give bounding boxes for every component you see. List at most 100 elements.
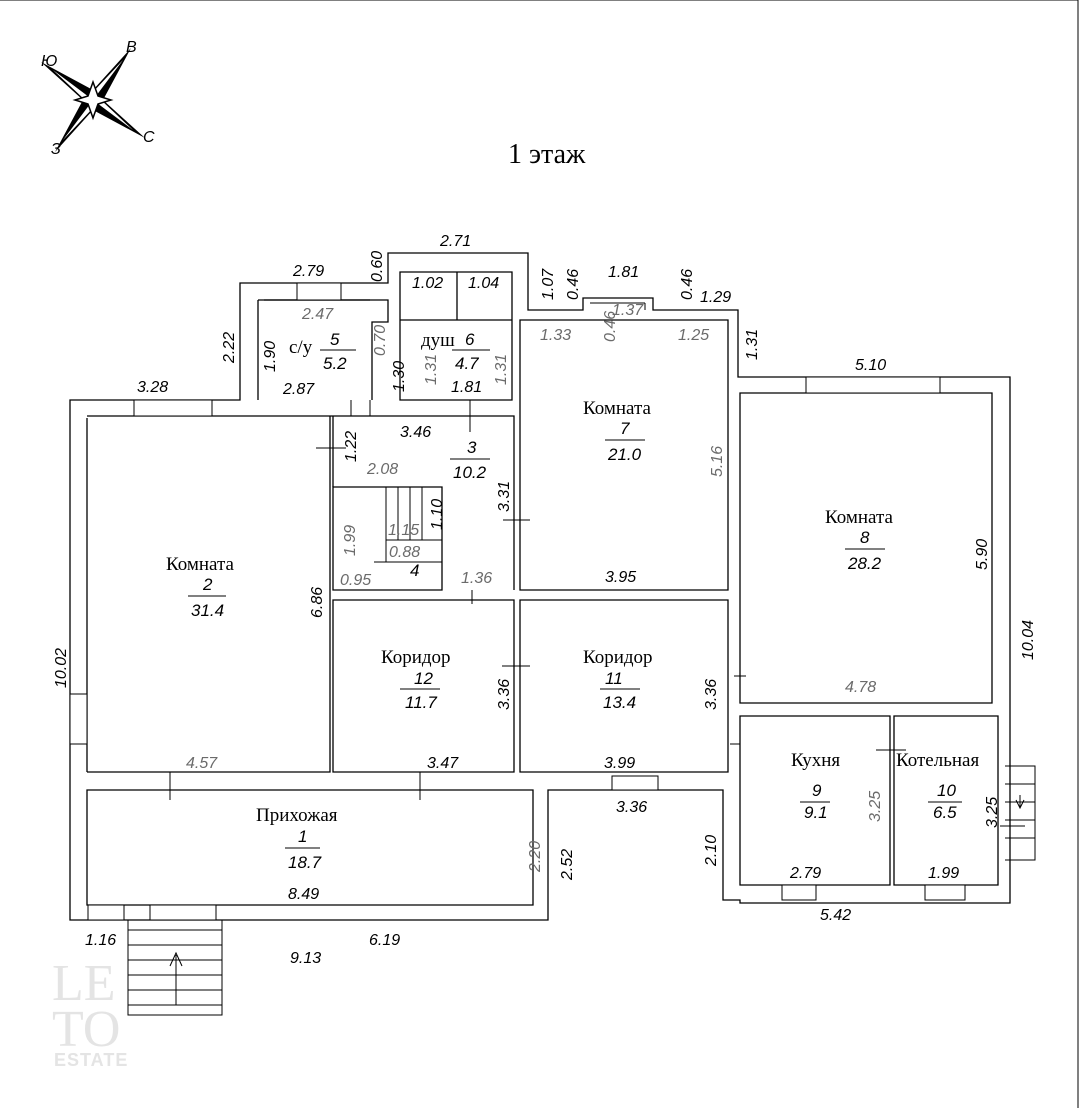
dimension: 6.19 [369, 932, 400, 949]
dimension: 4.57 [186, 755, 218, 772]
dimension: 2.10 [703, 835, 720, 867]
compass-label: З [51, 141, 61, 158]
svg-text:11: 11 [605, 669, 623, 688]
dimension: 10.04 [1020, 620, 1037, 660]
svg-text:с/у: с/у [289, 337, 313, 358]
dimension: 3.46 [400, 424, 431, 441]
doors [169, 400, 1025, 827]
dimension: 1.81 [451, 379, 482, 396]
dimension: 3.95 [605, 569, 636, 586]
dimension: 1.37 [612, 302, 644, 319]
svg-text:2: 2 [202, 575, 213, 594]
svg-text:10: 10 [937, 781, 956, 800]
room-labels: Прихожая 1 18.7 Комната 2 31.4 3 10.2 4 … [166, 330, 979, 872]
svg-text:TO: TO [52, 1001, 120, 1058]
svg-text:10.2: 10.2 [453, 463, 487, 482]
svg-text:6.5: 6.5 [933, 803, 957, 822]
dimension: 4.78 [845, 679, 876, 696]
dimension: 2.79 [789, 865, 821, 882]
room-11-label: Коридор 11 13.4 [583, 647, 653, 712]
svg-text:9.1: 9.1 [804, 803, 828, 822]
window [87, 904, 125, 921]
room-9-label: Кухня 9 9.1 [791, 750, 840, 822]
svg-text:3: 3 [467, 438, 477, 457]
dimension: 1.15 [388, 522, 419, 539]
dimension: 1.30 [391, 361, 408, 392]
room-5-label: с/у 5 5.2 [289, 330, 356, 373]
dimension: 1.99 [928, 865, 959, 882]
dimension: 5.90 [974, 539, 991, 570]
dimension: 3.28 [137, 379, 168, 396]
svg-text:Комната: Комната [825, 507, 894, 528]
dimension: 0.88 [389, 544, 420, 561]
svg-text:7: 7 [620, 419, 630, 438]
dimension: 8.49 [288, 886, 319, 903]
svg-text:9: 9 [812, 781, 822, 800]
dimension: 6.86 [309, 587, 326, 618]
svg-text:Прихожая: Прихожая [256, 805, 338, 826]
dimension: 2.20 [527, 841, 544, 873]
svg-text:4: 4 [410, 561, 419, 580]
dimension: 1.31 [423, 354, 440, 385]
compass-icon: Ю В З С [41, 39, 155, 158]
window [805, 376, 941, 394]
svg-text:Комната: Комната [166, 554, 235, 575]
svg-text:21.0: 21.0 [607, 445, 642, 464]
svg-text:13.4: 13.4 [603, 693, 636, 712]
svg-text:Коридор: Коридор [381, 647, 451, 668]
dimension: 1.16 [85, 932, 116, 949]
svg-text:Кухня: Кухня [791, 750, 840, 771]
window [924, 884, 966, 901]
dimension: 3.36 [496, 679, 513, 710]
svg-text:31.4: 31.4 [191, 601, 224, 620]
svg-text:Коридор: Коридор [583, 647, 653, 668]
dimension: 0.70 [372, 325, 389, 356]
svg-text:LE: LE [52, 955, 116, 1012]
svg-text:Комната: Комната [583, 398, 652, 419]
dimension: 1.33 [540, 327, 571, 344]
dimension: 2.71 [439, 233, 471, 250]
svg-text:4.7: 4.7 [455, 354, 479, 373]
svg-text:Котельная: Котельная [896, 750, 979, 771]
room-6-label: душ 6 4.7 [421, 330, 490, 373]
dimension: 1.04 [468, 275, 499, 292]
compass-label: Ю [41, 53, 57, 70]
dimension: 1.07 [540, 268, 557, 300]
room-3-label: 3 10.2 [450, 438, 490, 482]
dimension: 5.10 [855, 357, 886, 374]
windows [69, 282, 966, 921]
room-7-label: Комната 7 21.0 [583, 398, 652, 464]
dimension: 1.10 [429, 499, 446, 530]
compass-label: В [126, 39, 137, 56]
dimension: 3.36 [703, 679, 720, 710]
room-10-label: Котельная 10 6.5 [896, 750, 979, 822]
dimension: 5.16 [709, 446, 726, 477]
svg-text:6: 6 [465, 330, 475, 349]
room-12-label: Коридор 12 11.7 [381, 647, 451, 712]
room-8-label: Комната 8 28.2 [825, 507, 894, 573]
room-1-label: Прихожая 1 18.7 [256, 805, 338, 872]
svg-text:28.2: 28.2 [847, 554, 882, 573]
window [296, 282, 342, 301]
dimension: 1.99 [342, 525, 359, 556]
dimension: 3.25 [984, 797, 1001, 828]
svg-text:18.7: 18.7 [288, 853, 322, 872]
dimension: 2.87 [282, 381, 315, 398]
dimension: 1.31 [744, 329, 761, 360]
window [69, 693, 88, 745]
dimension: 0.46 [679, 269, 696, 300]
window [149, 904, 217, 921]
walls [69, 252, 1036, 1016]
dimension-labels: 2.71 2.79 1.81 1.29 5.10 3.28 2.87 1.81 … [53, 233, 1037, 967]
dimension: 1.90 [262, 341, 279, 372]
room-2-label: Комната 2 31.4 [166, 554, 235, 620]
dimension: 1.31 [493, 354, 510, 385]
dimension: 2.47 [301, 306, 334, 323]
dimension: 1.81 [608, 264, 639, 281]
dimension: 1.36 [461, 570, 492, 587]
dimension: 0.46 [602, 311, 619, 342]
dimension: 5.42 [820, 907, 851, 924]
dimension: 3.31 [496, 481, 513, 512]
